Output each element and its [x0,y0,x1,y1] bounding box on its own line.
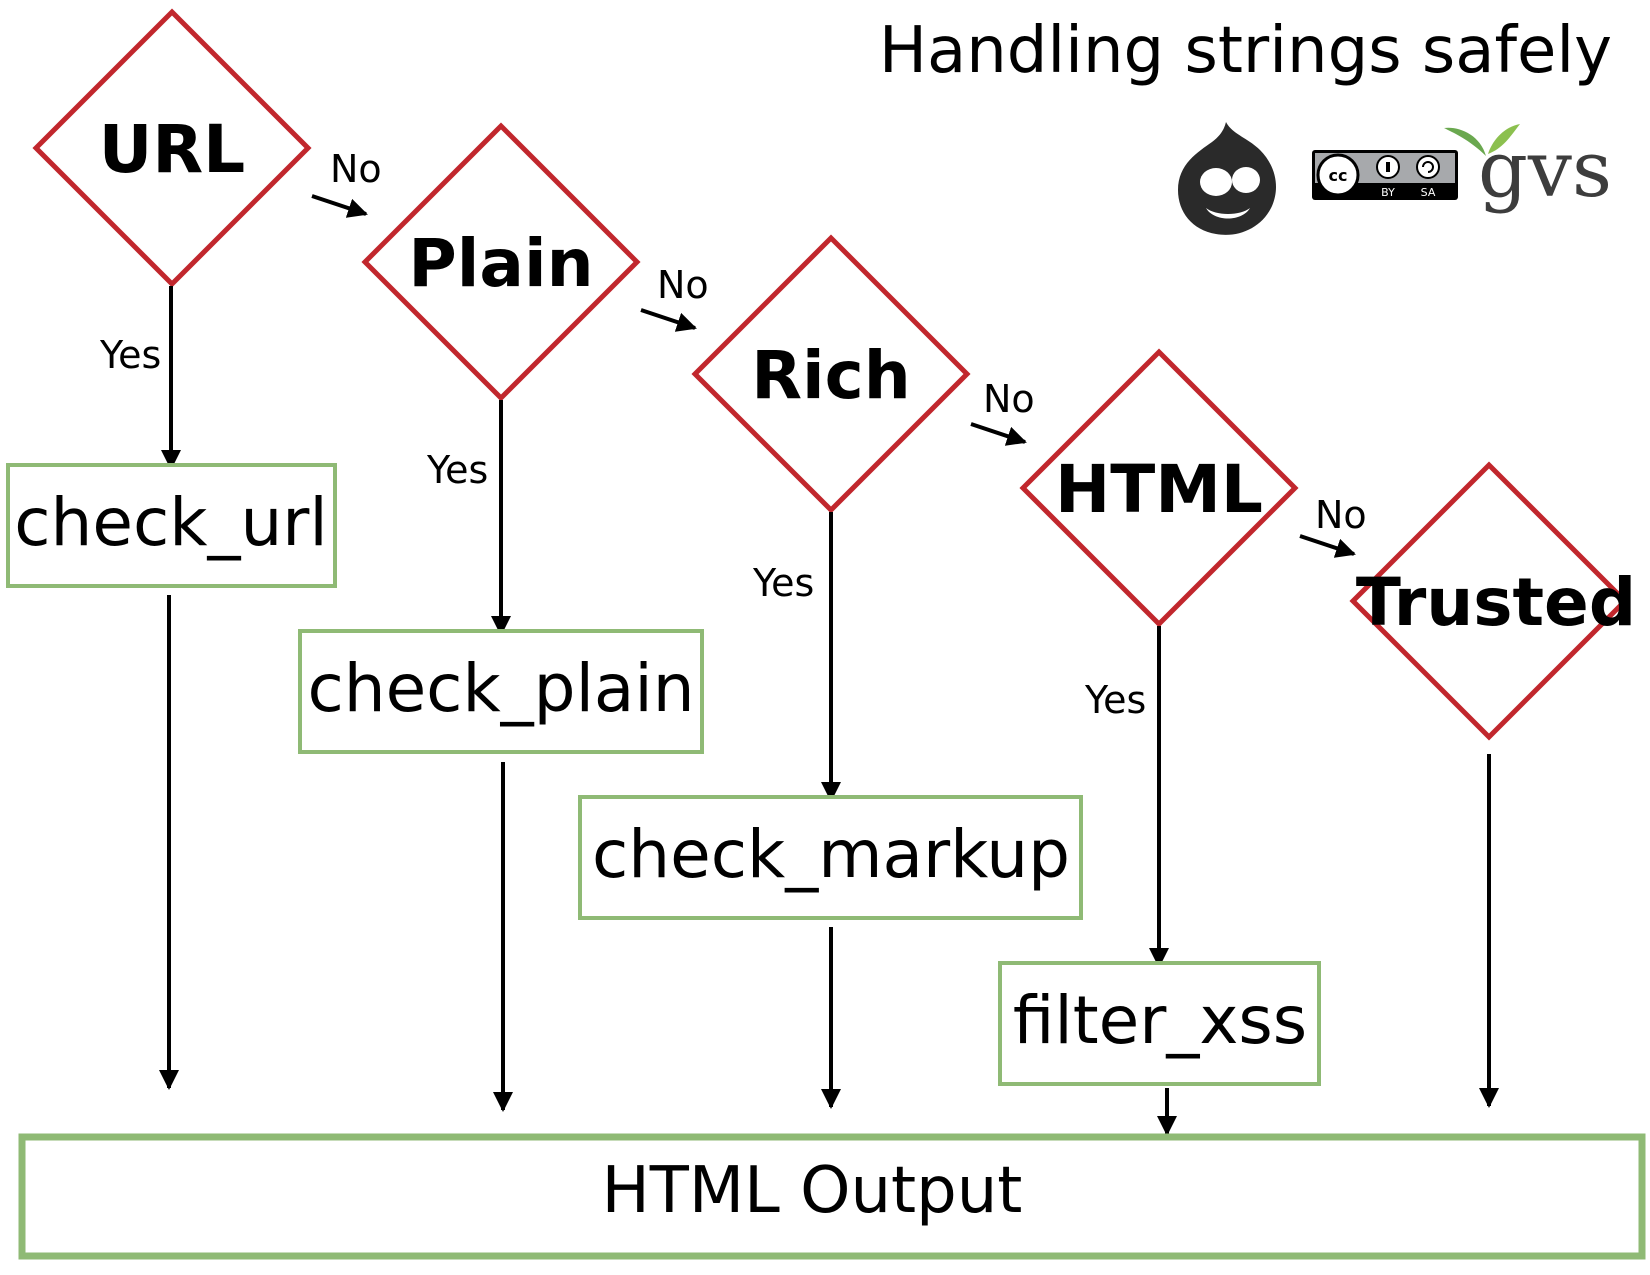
function-check-plain-box [298,629,704,754]
function-filter-xss-label: filter_xss [1013,982,1307,1059]
decision-rich-diamond [691,234,971,514]
no-label-url-plain: No [330,147,382,191]
gvs-logo-icon: gvs [1444,124,1612,215]
function-filter-xss-box [998,961,1321,1086]
decision-url-diamond [32,8,312,288]
no-arrow-html-trusted [1299,534,1356,558]
decision-plain-label: Plain [408,225,593,302]
decision-trusted-diamond [1349,461,1629,741]
no-label-html-trusted: No [1315,493,1367,537]
svg-text:SA: SA [1421,186,1436,199]
decision-plain-diamond [361,122,641,402]
function-check-markup-box [578,795,1083,920]
svg-text:gvs: gvs [1478,125,1612,215]
function-check-url-label: check_url [14,484,328,561]
yes-label-url: Yes [99,333,161,377]
html-output-label: HTML Output [602,1154,1023,1228]
svg-text:cc: cc [1329,166,1348,185]
yes-label-plain: Yes [426,448,488,492]
no-arrow-plain-rich [640,308,697,332]
decision-html-label: HTML [1055,451,1263,528]
decision-html-diamond [1019,348,1299,628]
svg-text:BY: BY [1381,186,1395,199]
html-output-box [18,1133,1646,1260]
decision-trusted-label: Trusted [1356,564,1636,641]
cc-by-sa-badge-icon: cc BY SA [1312,150,1458,200]
no-label-rich-html: No [983,377,1035,421]
function-check-plain-label: check_plain [307,650,694,727]
no-arrow-rich-html [970,422,1027,446]
decision-url-label: URL [99,111,245,188]
no-label-plain-rich: No [657,263,709,307]
function-check-markup-label: check_markup [592,816,1070,893]
page-title: Handling strings safely [879,14,1612,88]
function-check-url-box [6,463,337,588]
no-arrow-url-plain [311,194,368,218]
yes-label-rich: Yes [752,561,814,605]
yes-label-html: Yes [1084,678,1146,722]
decision-rich-label: Rich [751,337,911,414]
drupal-logo-icon [1178,122,1276,235]
